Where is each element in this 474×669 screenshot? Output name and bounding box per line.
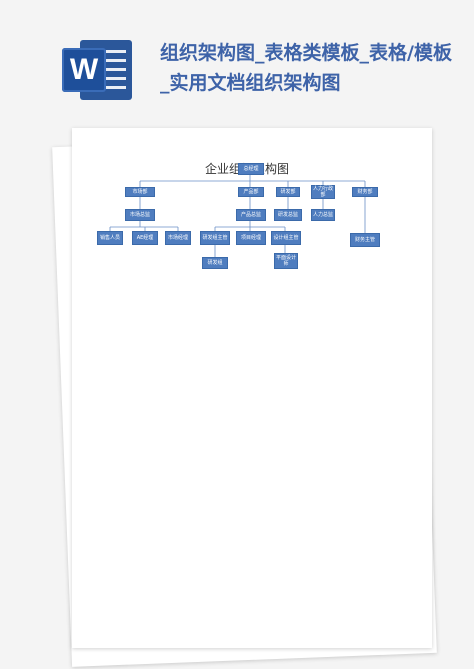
org-node-department: 财务部 (352, 187, 378, 197)
org-node-director: 人力总监 (311, 209, 335, 221)
org-node-manager: 研发组主管 (200, 231, 230, 245)
org-node-department: 人力行政部 (311, 185, 335, 199)
org-node-department: 市场部 (125, 187, 155, 197)
org-node-root: 总经理 (238, 163, 264, 175)
org-node-manager: 财务主管 (350, 233, 380, 247)
org-node-manager: 市场经理 (165, 231, 191, 245)
org-node-manager: 销售人员 (97, 231, 123, 245)
page-title: 组织架构图_表格类模板_表格/模板_实用文档组织架构图 (160, 42, 452, 94)
org-node-department: 研发部 (276, 187, 300, 197)
org-node-staff: 研发组 (202, 257, 228, 269)
org-node-staff: 平面设计师 (274, 253, 298, 269)
org-node-department: 产品部 (238, 187, 264, 197)
org-node-manager: 项目经理 (236, 231, 266, 245)
org-node-manager: 设计组主管 (271, 231, 301, 245)
org-node-director: 产品总监 (236, 209, 266, 221)
org-node-director: 研发总监 (274, 209, 302, 221)
org-node-manager: AE经理 (132, 231, 158, 245)
header: W 组织架构图_表格类模板_表格/模板_实用文档组织架构图 (0, 0, 474, 120)
word-icon: W (62, 40, 132, 100)
org-node-director: 市场总监 (125, 209, 155, 221)
word-letter: W (62, 48, 106, 92)
